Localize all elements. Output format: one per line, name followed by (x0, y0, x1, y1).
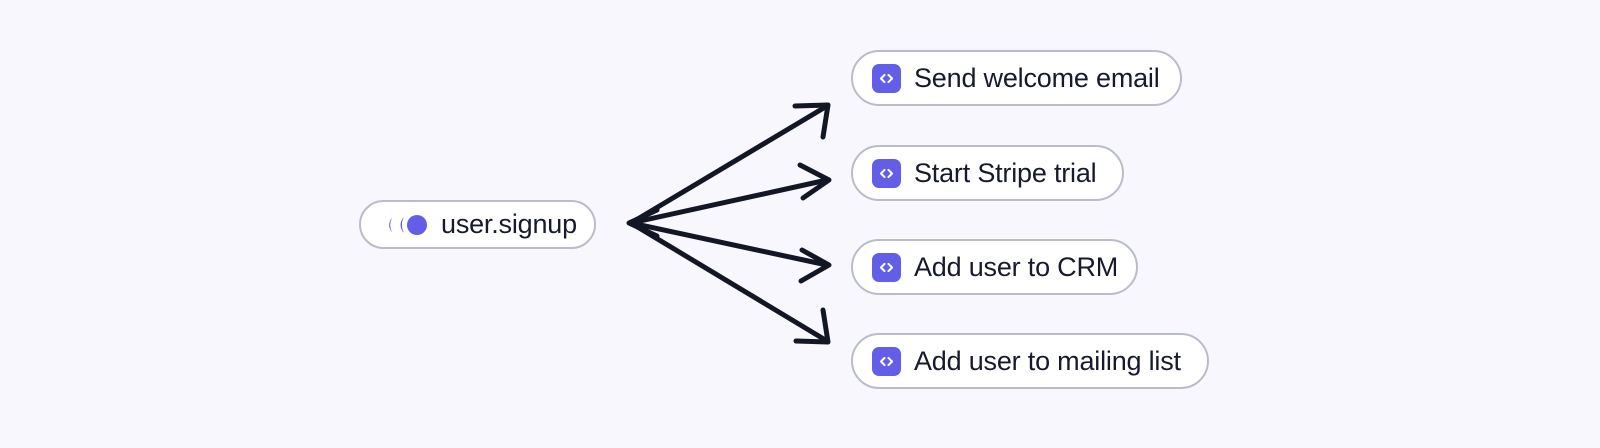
action-node-add-user-to-mailing-list[interactable]: Add user to mailing list (851, 333, 1209, 389)
edge-origin-tip (626, 207, 660, 239)
code-icon (872, 346, 901, 376)
event-node-label: user.signup (441, 209, 577, 239)
action-node-label: Start Stripe trial (914, 157, 1097, 188)
action-node-send-welcome-email[interactable]: Send welcome email (851, 50, 1182, 106)
code-icon (872, 158, 901, 188)
event-node-user-signup[interactable]: user.signup (359, 200, 596, 249)
action-node-add-user-to-crm[interactable]: Add user to CRM (851, 239, 1138, 295)
code-icon (872, 63, 901, 93)
broadcast-icon (389, 214, 427, 235)
edge-to-send-welcome-email (628, 102, 831, 226)
action-node-label: Add user to mailing list (914, 345, 1181, 376)
action-node-start-stripe-trial[interactable]: Start Stripe trial (851, 145, 1124, 201)
code-icon (872, 252, 901, 282)
action-node-label: Send welcome email (914, 62, 1160, 93)
action-node-label: Add user to CRM (914, 251, 1119, 282)
edge-to-add-user-to-mailing-list (628, 220, 831, 345)
edge-to-start-stripe-trial (628, 162, 832, 226)
edge-to-add-user-to-crm (628, 220, 832, 284)
